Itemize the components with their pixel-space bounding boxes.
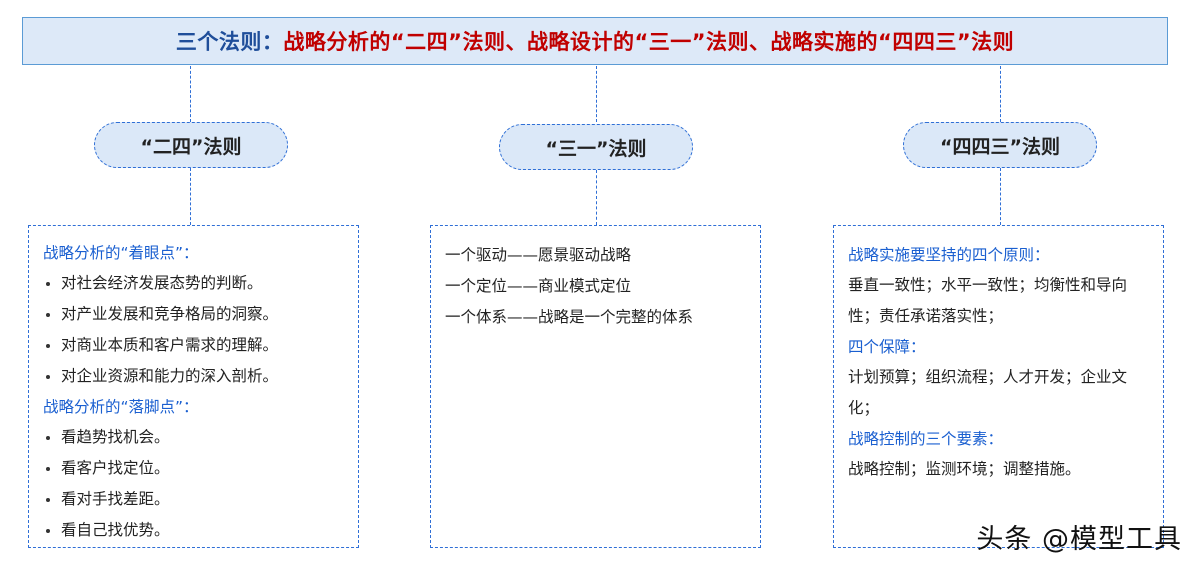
connector-title-left: [190, 66, 191, 122]
list-item: 一个体系——战略是一个完整的体系: [445, 308, 694, 326]
pill-three-one-rule: “三一”法则: [499, 124, 693, 170]
section-heading: 战略控制的三个要素：: [848, 430, 1004, 448]
connector-title-middle: [596, 66, 597, 122]
section-text: 计划预算；组织流程；人才开发；企业文化；: [848, 368, 1128, 417]
pill-two-four-rule: “二四”法则: [94, 122, 288, 168]
watermark: 头条 @模型工具: [976, 524, 1182, 555]
pill-four-four-three-rule: “四四三”法则: [903, 122, 1097, 168]
list-item: 对社会经济发展态势的判断。: [43, 268, 346, 299]
list-item: 一个定位——商业模式定位: [445, 277, 632, 295]
section-heading: 战略分析的“着眼点”：: [43, 244, 199, 262]
list-item: 看客户找定位。: [43, 453, 346, 484]
list-item: 对商业本质和客户需求的理解。: [43, 330, 346, 361]
list-item: 对产业发展和竞争格局的洞察。: [43, 299, 346, 330]
connector-title-right: [1000, 66, 1001, 122]
title-lead: 三个法则：: [175, 30, 284, 54]
title-rest: 战略分析的“二四”法则、战略设计的“三一”法则、战略实施的“四四三”法则: [283, 30, 1015, 54]
list-item: 看自己找优势。: [43, 515, 346, 546]
panel-strategy-analysis: 战略分析的“着眼点”： 对社会经济发展态势的判断。 对产业发展和竞争格局的洞察。…: [28, 225, 359, 548]
list-item: 看对手找差距。: [43, 484, 346, 515]
list-item: 对企业资源和能力的深入剖析。: [43, 361, 346, 392]
list-item: 一个驱动——愿景驱动战略: [445, 246, 632, 264]
connector-pill-middle: [596, 170, 597, 225]
list-item: 看趋势找机会。: [43, 422, 346, 453]
section-text: 垂直一致性；水平一致性；均衡性和导向性；责任承诺落实性；: [848, 276, 1128, 325]
section-heading: 战略分析的“落脚点”：: [43, 398, 199, 416]
panel-strategy-implementation: 战略实施要坚持的四个原则： 垂直一致性；水平一致性；均衡性和导向性；责任承诺落实…: [833, 225, 1164, 548]
section-heading: 战略实施要坚持的四个原则：: [848, 246, 1050, 264]
panel-strategy-design: 一个驱动——愿景驱动战略 一个定位——商业模式定位 一个体系——战略是一个完整的…: [430, 225, 761, 548]
connector-pill-right: [1000, 168, 1001, 225]
connector-pill-left: [190, 168, 191, 225]
section-heading: 四个保障：: [848, 338, 926, 356]
title-bar: 三个法则：战略分析的“二四”法则、战略设计的“三一”法则、战略实施的“四四三”法…: [22, 17, 1168, 65]
section-text: 战略控制；监测环境；调整措施。: [848, 460, 1081, 478]
